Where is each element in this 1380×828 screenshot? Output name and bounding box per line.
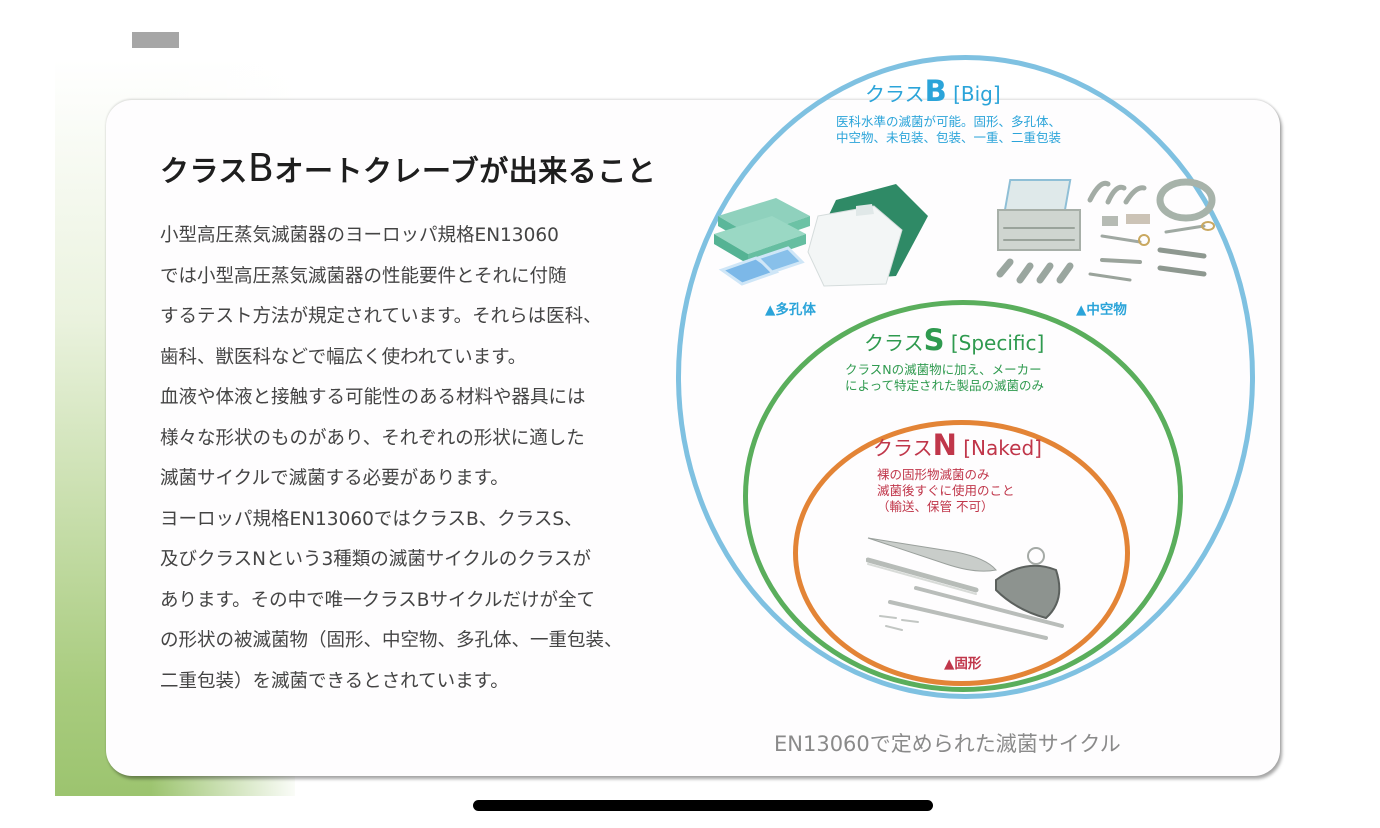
body-line: では小型高圧蒸気滅菌器の性能要件とそれに付随 (160, 265, 567, 287)
class-b-ring (676, 55, 1255, 699)
desc-line: （輸送、保管 不可） (877, 499, 994, 514)
porous-caption: ▲多孔体 (765, 302, 816, 318)
class-s-description: クラスNの滅菌物に加え、メーカー によって特定された製品の滅菌のみ (845, 362, 1044, 394)
body-text: 小型高圧蒸気滅菌器のヨーロッパ規格EN13060 では小型高圧蒸気滅菌器の性能要… (160, 216, 660, 702)
class-b-title: クラスB [Big] (865, 74, 1001, 108)
hollow-caption: ▲中空物 (1076, 302, 1127, 318)
body-line: ヨーロッパ規格EN13060ではクラスB、クラスS、 (160, 508, 583, 530)
page-marker (132, 32, 179, 48)
body-line: 様々な形状のものがあり、それぞれの形状に適した (160, 427, 585, 449)
title-letter: B (247, 146, 275, 190)
desc-line: によって特定された製品の滅菌のみ (845, 378, 1045, 393)
class-n-prefix: クラス (873, 436, 933, 460)
body-line: 二重包装）を滅菌できるとされています。 (160, 670, 509, 692)
class-n-title: クラスN [Naked] (873, 428, 1042, 462)
solid-instruments-image (866, 537, 1064, 640)
class-s-ring (743, 300, 1183, 692)
class-n-ring (793, 420, 1130, 686)
desc-line: 裸の固形物滅菌のみ (877, 467, 990, 482)
body-line: するテスト方法が規定されています。それらは医科、 (160, 306, 602, 327)
body-line: 小型高圧蒸気滅菌器のヨーロッパ規格EN13060 (160, 225, 559, 246)
class-b-tag: [Big] (953, 82, 1001, 106)
desc-line: 中空物、未包装、包装、一重、二重包装 (836, 130, 1062, 145)
body-line: 滅菌サイクルで滅菌する必要があります。 (160, 468, 509, 489)
title-prefix: クラス (160, 154, 248, 188)
desc-line: クラスNの滅菌物に加え、メーカー (845, 362, 1042, 377)
home-indicator[interactable] (473, 800, 933, 811)
body-line: の形状の被滅菌物（固形、中空物、多孔体、一重包装、 (160, 630, 623, 651)
class-b-prefix: クラス (865, 82, 925, 106)
class-s-tag: [Specific] (950, 331, 1045, 355)
class-s-letter: S (923, 323, 945, 357)
body-line: あります。その中で唯一クラスBサイクルだけが全て (160, 589, 596, 611)
class-b-letter: B (924, 74, 947, 108)
porous-items-image (714, 184, 928, 287)
class-n-letter: N (932, 428, 957, 462)
body-line: 血液や体液と接触する可能性のある材料や器具には (160, 387, 586, 408)
solid-caption: ▲固形 (944, 656, 982, 672)
title-suffix: オートクレーブが出来ること (274, 154, 657, 188)
desc-line: 医科水準の滅菌が可能。固形、多孔体、 (836, 114, 1062, 129)
hollow-items-image (996, 178, 1216, 284)
body-line: 歯科、獣医科などで幅広く使われています。 (160, 346, 527, 368)
class-s-title: クラスS [Specific] (864, 323, 1044, 357)
page-title: クラスBオートクレーブが出来ること (160, 146, 656, 190)
class-n-description: 裸の固形物滅菌のみ 滅菌後すぐに使用のこと （輸送、保管 不可） (877, 467, 1015, 515)
class-b-description: 医科水準の滅菌が可能。固形、多孔体、 中空物、未包装、包装、一重、二重包装 (836, 114, 1061, 146)
body-line: 及びクラスNという3種類の滅菌サイクルのクラスが (160, 549, 591, 570)
diagram-caption: EN13060で定められた滅菌サイクル (774, 732, 1121, 756)
desc-line: 滅菌後すぐに使用のこと (877, 483, 1015, 498)
class-s-prefix: クラス (864, 331, 924, 355)
class-n-tag: [Naked] (963, 436, 1042, 460)
